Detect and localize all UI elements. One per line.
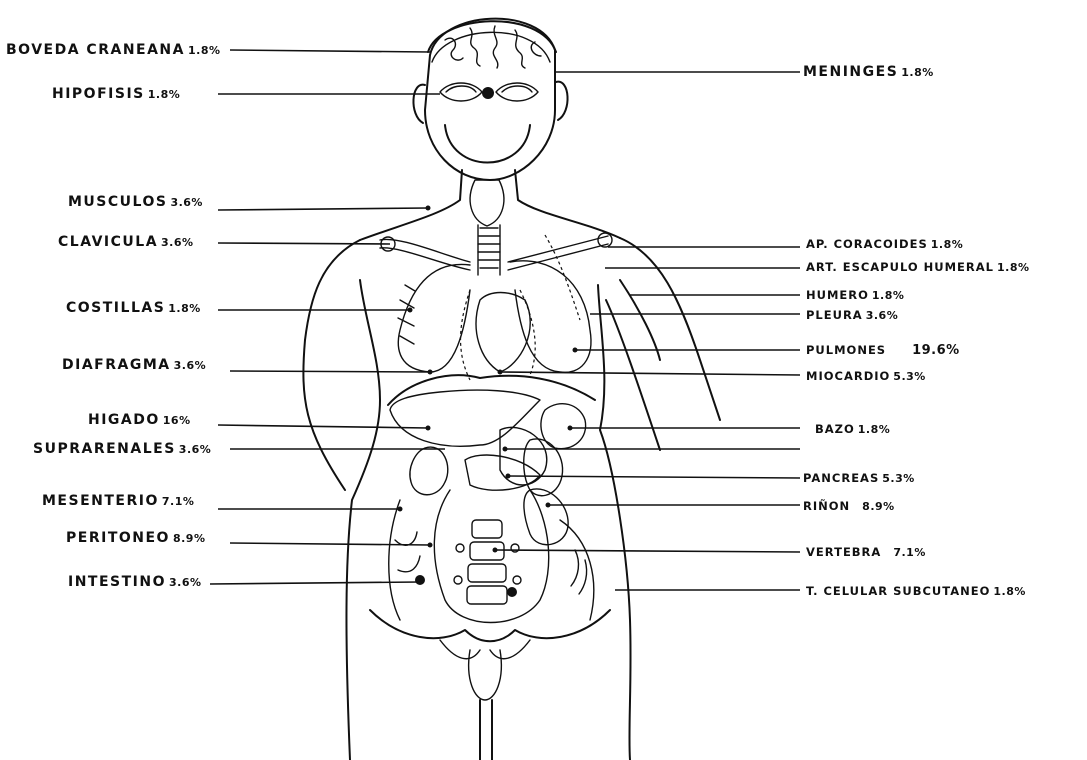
label-name: SUPRARENALES — [33, 441, 176, 457]
pelvis — [370, 575, 610, 760]
label-pct: 5.3% — [882, 472, 915, 485]
label-vertebra: VERTEBRA 7.1% — [806, 544, 926, 561]
label-name: HIGADO — [88, 412, 160, 428]
label-name: MESENTERIO — [42, 493, 159, 509]
label-name: HUMERO — [806, 288, 869, 302]
label-pct: 3.6% — [174, 359, 207, 372]
label-name: PULMONES — [806, 343, 886, 357]
label-pct: 1.8% — [858, 423, 891, 436]
label-name: T. CELULAR SUBCUTANEO — [806, 584, 990, 598]
label-pct: 3.6% — [170, 196, 203, 209]
label-name: BAZO — [815, 422, 855, 436]
label-name: HIPOFISIS — [52, 86, 145, 102]
label-name: PANCREAS — [803, 471, 879, 485]
label-pct: 1.8% — [188, 44, 221, 57]
label-rinon: RIÑON 8.9% — [803, 498, 895, 515]
label-pct: 8.9% — [173, 532, 206, 545]
label-pct: 3.6% — [179, 443, 212, 456]
label-name: COSTILLAS — [66, 300, 165, 316]
label-pct: 1.8% — [931, 238, 964, 251]
label-name: RIÑON — [803, 499, 850, 513]
label-pct: 7.1% — [162, 495, 195, 508]
label-name: AP. CORACOIDES — [806, 237, 928, 251]
label-name: MENINGES — [803, 64, 898, 80]
label-name: PLEURA — [806, 308, 863, 322]
label-name: CLAVICULA — [58, 234, 158, 250]
label-name: BOVEDA CRANEANA — [6, 42, 185, 58]
label-pct: 1.8% — [901, 66, 934, 79]
label-pct: 3.6% — [161, 236, 194, 249]
label-name: PERITONEO — [66, 530, 170, 546]
label-name: MUSCULOS — [68, 194, 167, 210]
label-pct: 1.8% — [997, 261, 1030, 274]
label-pct: 3.6% — [169, 576, 202, 589]
label-pct: 8.9% — [862, 500, 895, 513]
label-pct: 19.6% — [912, 343, 960, 358]
label-pct: 1.8% — [168, 302, 201, 315]
label-pct: 16% — [163, 414, 191, 427]
head — [413, 19, 567, 180]
label-name: DIAFRAGMA — [62, 357, 171, 373]
label-name: INTESTINO — [68, 574, 166, 590]
leader-lines-left — [210, 50, 445, 584]
label-pct: 1.8% — [993, 585, 1026, 598]
neck — [360, 170, 620, 275]
label-name: MIOCARDIO — [806, 369, 890, 383]
label-pct: 7.1% — [893, 546, 926, 559]
label-pct: 1.8% — [872, 289, 905, 302]
lungs — [398, 235, 591, 380]
label-pulmones: PULMONES 19.6% — [806, 342, 960, 359]
label-name: VERTEBRA — [806, 545, 881, 559]
heart — [476, 293, 530, 373]
label-pct: 5.3% — [893, 370, 926, 383]
abdominal-organs — [389, 390, 594, 622]
torso — [303, 238, 720, 760]
label-name: ART. ESCAPULO HUMERAL — [806, 260, 994, 274]
label-pct: 3.6% — [866, 309, 899, 322]
label-pct: 1.8% — [148, 88, 181, 101]
